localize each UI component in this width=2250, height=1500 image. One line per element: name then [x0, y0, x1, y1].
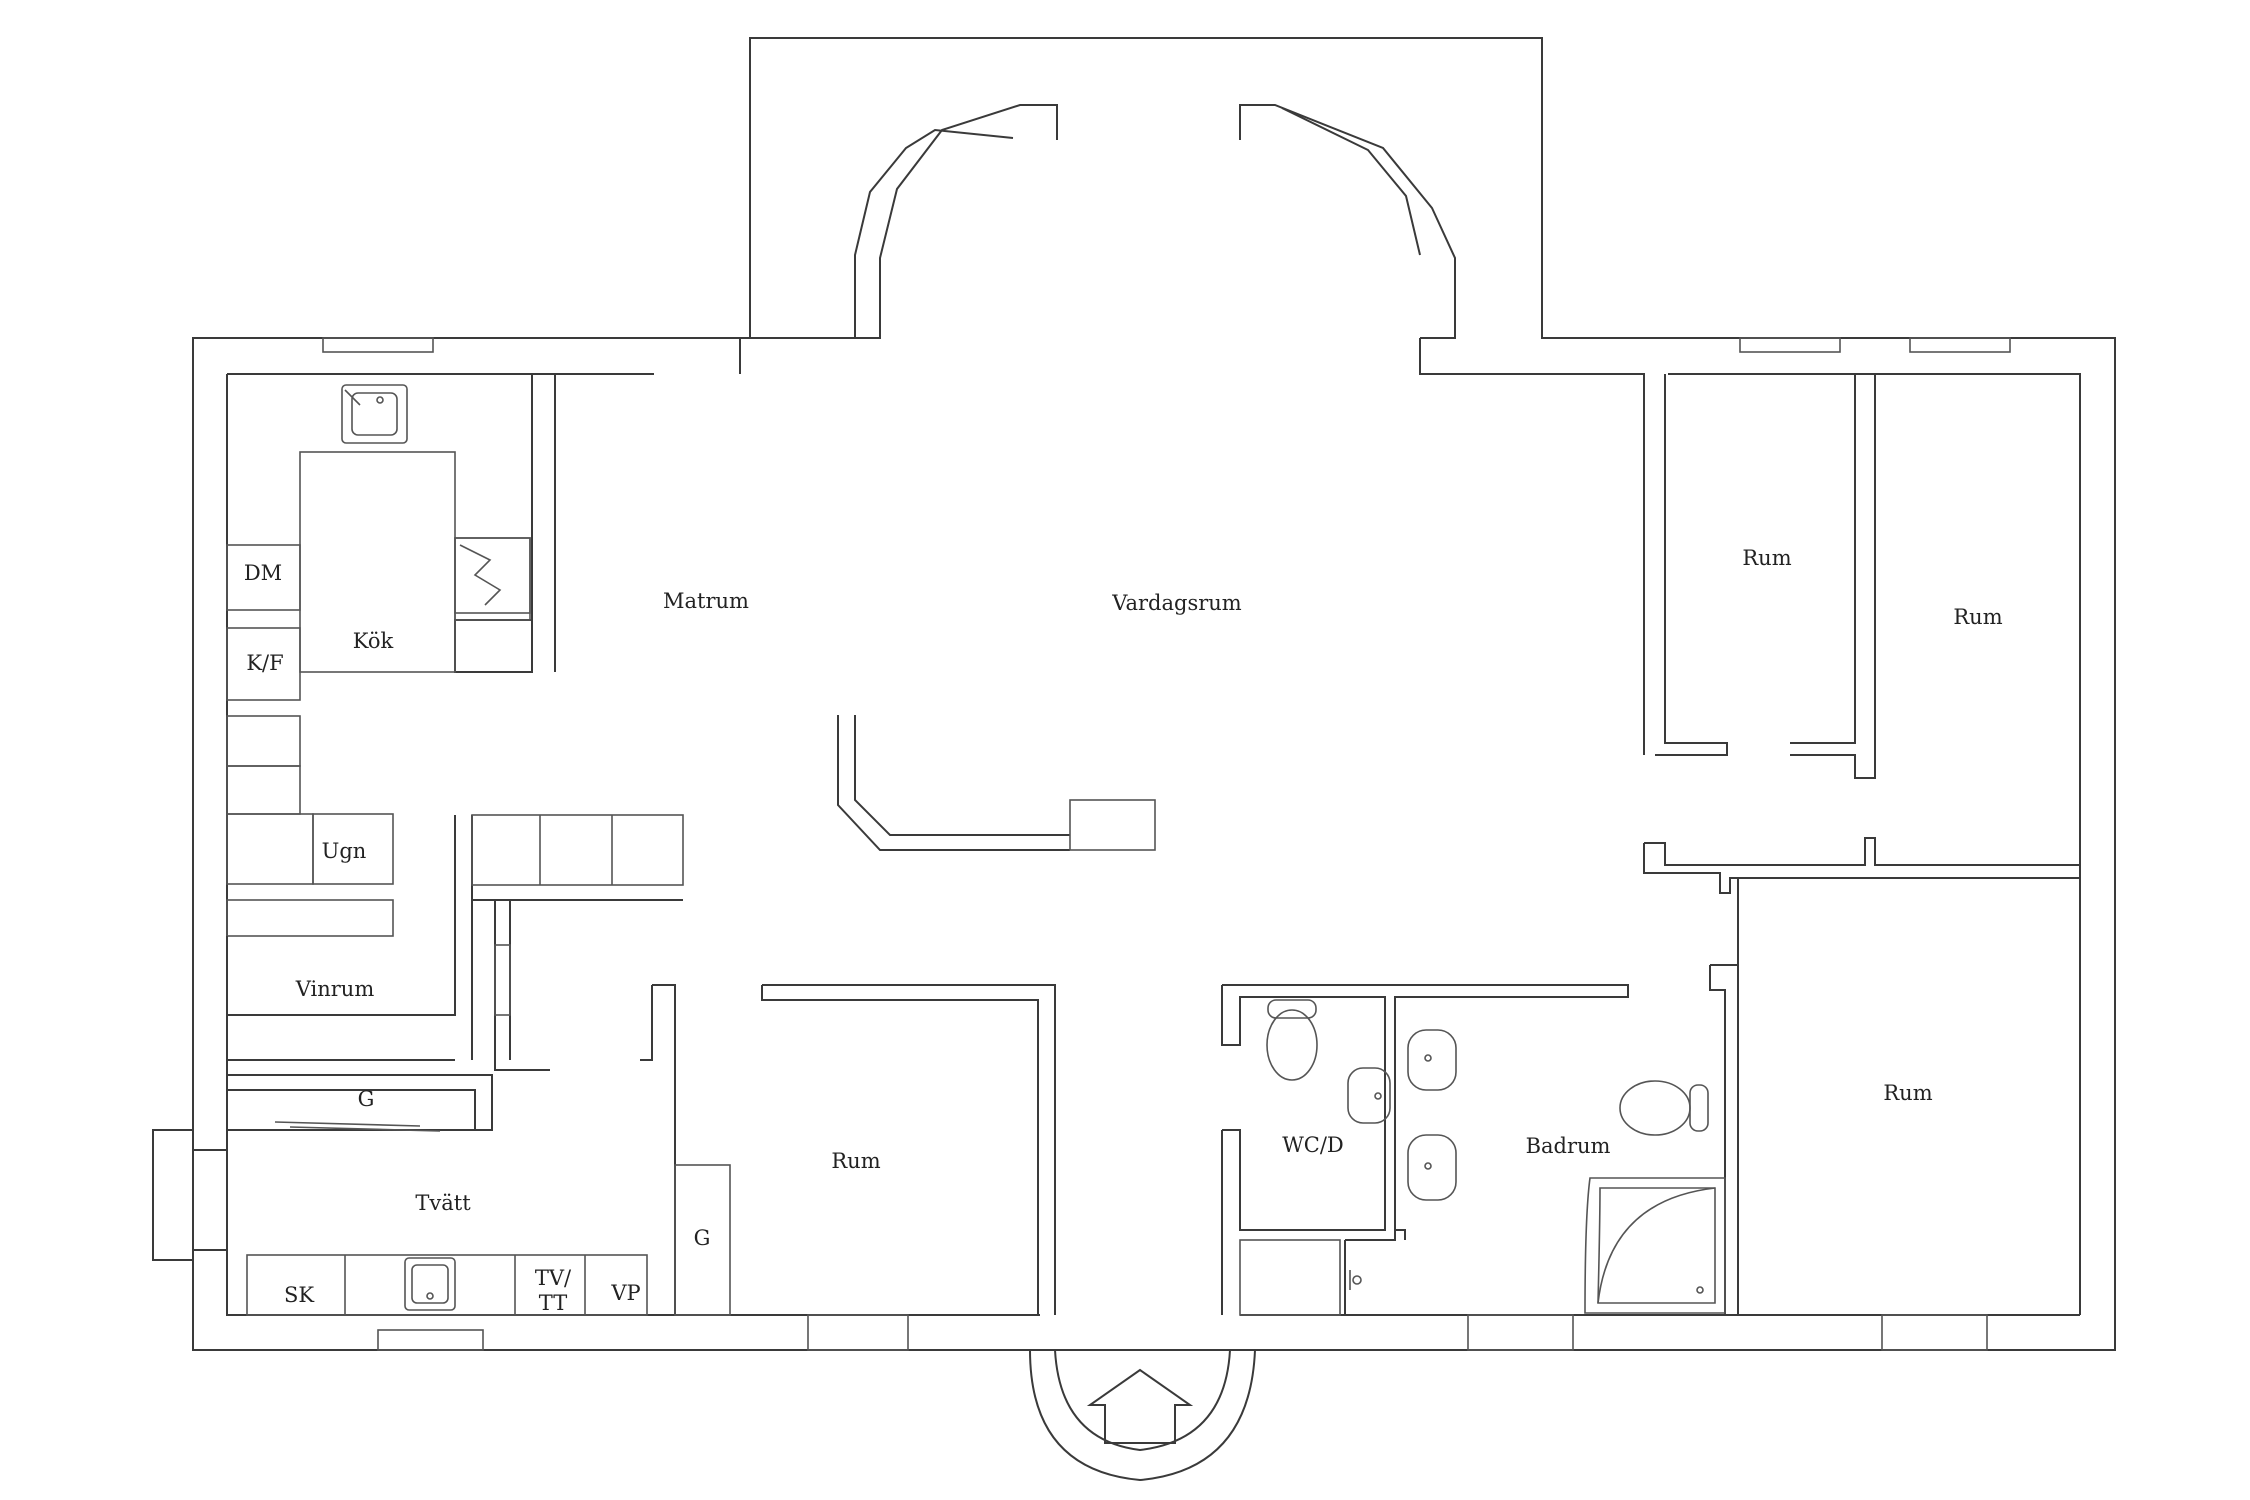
- fixture-label-g-tvatt: G: [358, 1087, 375, 1111]
- fixture-label-tt: TT: [539, 1291, 567, 1315]
- fixture-label-dm: DM: [244, 561, 282, 585]
- washbasin-icon: [1347, 1067, 1391, 1124]
- room-label-matrum: Matrum: [663, 589, 749, 613]
- fixture-label-tv: TV/: [535, 1266, 572, 1290]
- fixture-label-kf: K/F: [246, 651, 283, 675]
- exterior-walls: [152, 37, 2116, 1482]
- fixture-label-g-rum: G: [694, 1226, 711, 1250]
- room-label-tvatt: Tvätt: [415, 1191, 471, 1215]
- washbasin-icon: [1407, 1134, 1457, 1201]
- fixture-label-sk: SK: [284, 1283, 314, 1307]
- washbasin-icon: [1407, 1029, 1457, 1091]
- sink-icon: [404, 1257, 456, 1311]
- room-label-kok: Kök: [353, 629, 394, 653]
- interior-walls: [193, 374, 2080, 1316]
- room-label-rum-top-left: Rum: [1742, 546, 1791, 570]
- room-label-rum-bottom-right: Rum: [1883, 1081, 1932, 1105]
- toilet-icon: [1266, 999, 1318, 1081]
- room-label-badrum: Badrum: [1526, 1134, 1611, 1158]
- chimney-icon: [454, 537, 531, 614]
- room-labels: Kök Matrum Vardagsrum Rum Rum Rum Rum Vi…: [295, 546, 2003, 1215]
- fixture-labels: DM K/F Ugn G G SK TV/ TT VP: [244, 561, 711, 1315]
- room-label-rum-center: Rum: [831, 1149, 880, 1173]
- room-label-rum-top-right: Rum: [1953, 605, 2002, 629]
- corner-bathtub-icon: [1584, 1177, 1726, 1314]
- sink-icon: [341, 384, 408, 444]
- floor-drain-icon: [1349, 1270, 1362, 1290]
- windows: [322, 337, 2011, 1351]
- room-label-vardagsrum: Vardagsrum: [1111, 591, 1242, 615]
- entrance-arrow-icon: [1086, 1368, 1194, 1444]
- room-label-vinrum: Vinrum: [295, 977, 375, 1001]
- room-label-wc-d: WC/D: [1282, 1133, 1344, 1157]
- toilet-icon: [1619, 1080, 1709, 1136]
- fixture-label-vp: VP: [610, 1281, 640, 1305]
- fixture-label-ugn: Ugn: [322, 839, 367, 863]
